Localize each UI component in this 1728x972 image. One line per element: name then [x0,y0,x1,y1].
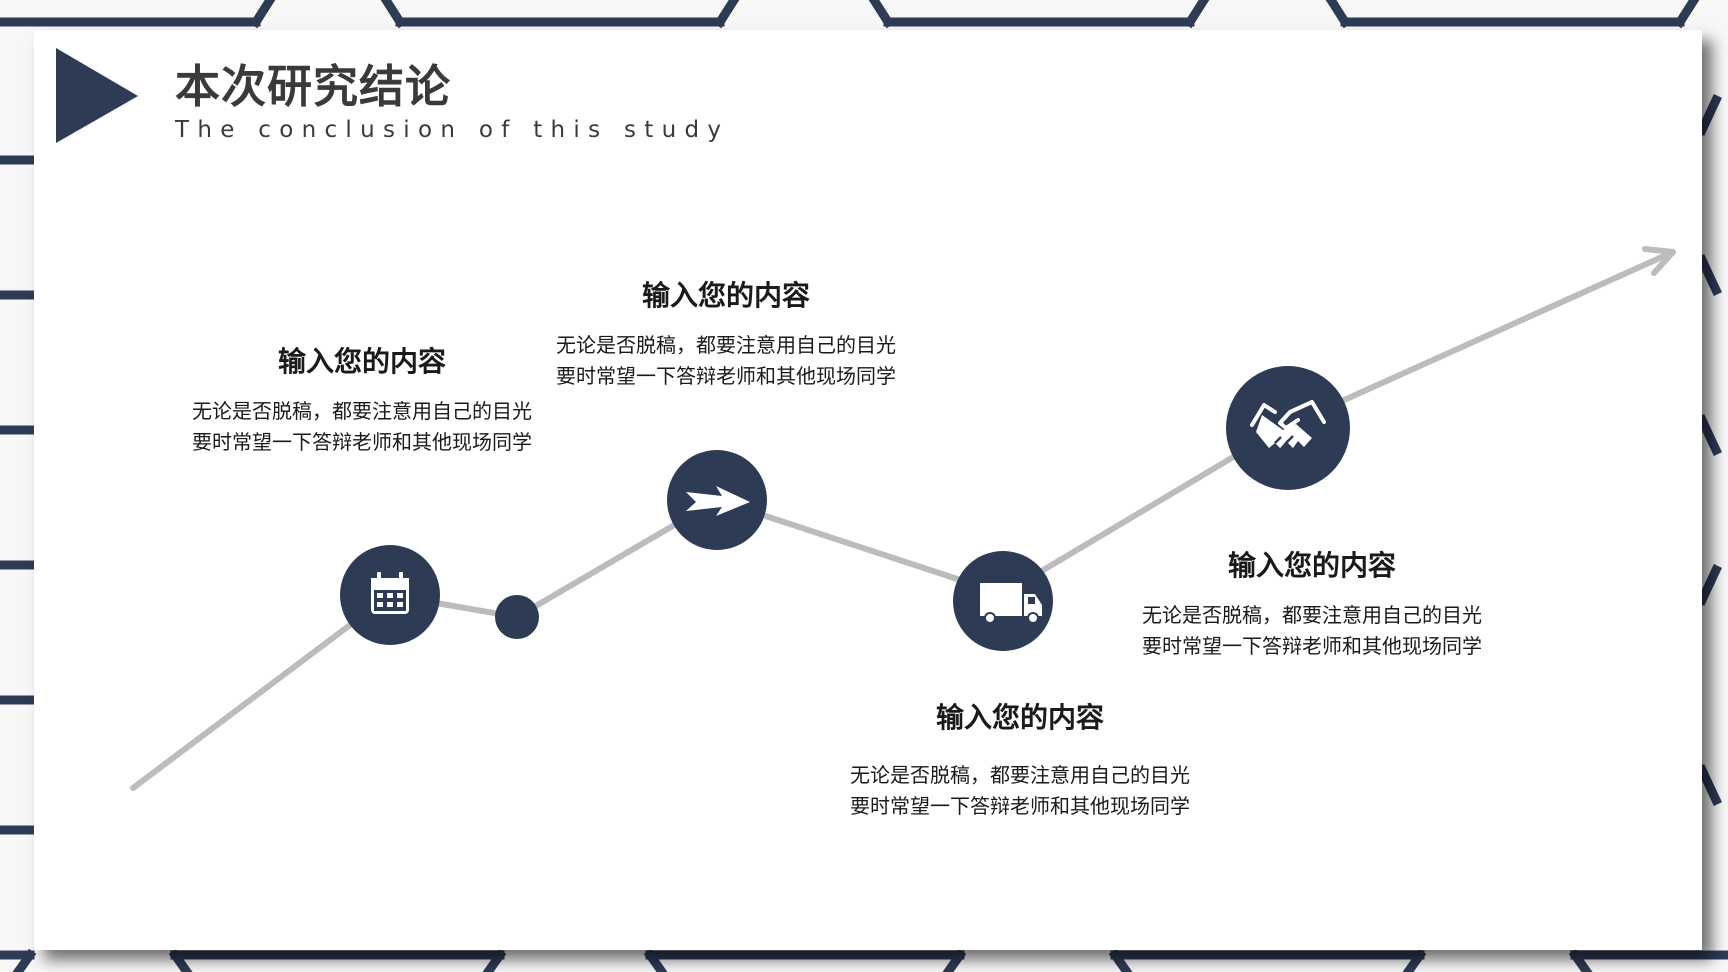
content-heading: 输入您的内容 [641,279,810,312]
timeline-dot [495,595,539,639]
content-body: 无论是否脱稿，都要注意用自己的目光要时常望一下答辩老师和其他现场同学 [850,763,1190,818]
content-heading: 输入您的内容 [1227,549,1396,582]
truck-icon [953,551,1053,651]
content-body: 无论是否脱稿，都要注意用自己的目光要时常望一下答辩老师和其他现场同学 [556,333,896,388]
calendar-icon [340,545,440,645]
header-triangle-icon [56,48,138,143]
content-block-1: 输入您的内容 无论是否脱稿，都要注意用自己的目光要时常望一下答辩老师和其他现场同… [192,342,532,458]
page-subtitle: The conclusion of this study [175,117,730,143]
content-heading: 输入您的内容 [935,701,1104,734]
page-title: 本次研究结论 [175,60,452,113]
content-body: 无论是否脱稿，都要注意用自己的目光要时常望一下答辩老师和其他现场同学 [192,399,532,454]
content-block-3: 输入您的内容 无论是否脱稿，都要注意用自己的目光要时常望一下答辩老师和其他现场同… [850,698,1190,822]
arrow-icon [667,450,767,550]
content-block-4: 输入您的内容 无论是否脱稿，都要注意用自己的目光要时常望一下答辩老师和其他现场同… [1142,546,1482,662]
slide-card [34,30,1702,950]
handshake-icon [1226,366,1350,490]
content-block-2: 输入您的内容 无论是否脱稿，都要注意用自己的目光要时常望一下答辩老师和其他现场同… [556,276,896,392]
content-body: 无论是否脱稿，都要注意用自己的目光要时常望一下答辩老师和其他现场同学 [1142,603,1482,658]
content-heading: 输入您的内容 [277,345,446,378]
